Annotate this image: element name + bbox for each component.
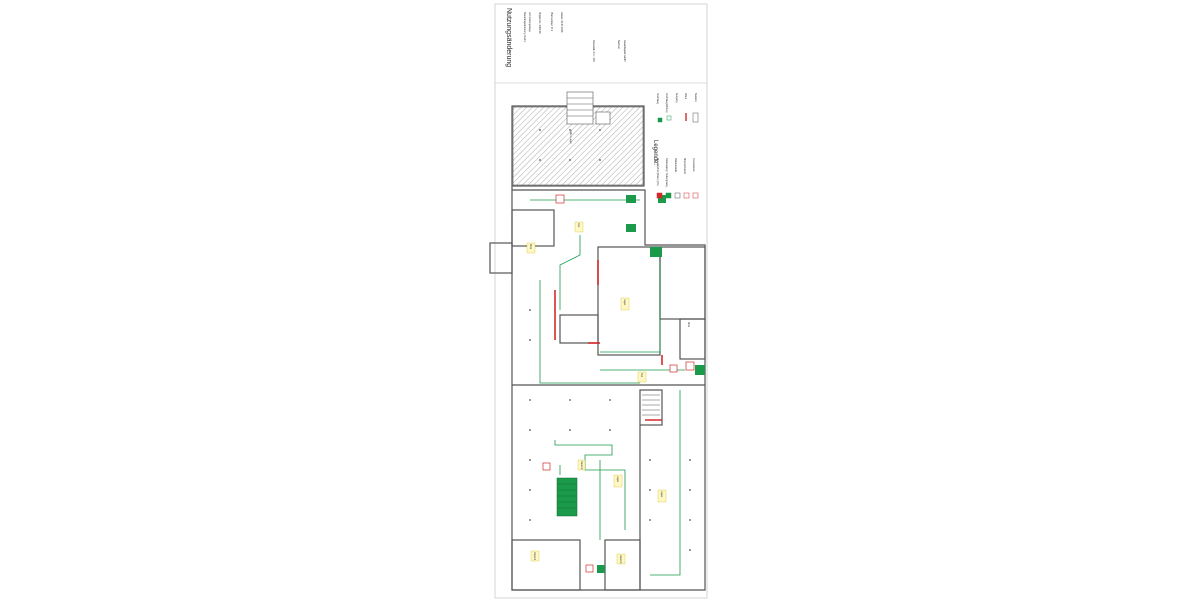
exit-sign — [695, 365, 705, 375]
exit-signs — [597, 195, 705, 573]
room-tag — [620, 297, 630, 311]
fire-extinguishers — [542, 194, 695, 573]
room-tag — [657, 489, 667, 503]
fire-extinguisher — [542, 462, 551, 471]
sheet-border — [494, 3, 708, 599]
room-tag — [574, 221, 584, 233]
room-label: Büro — [529, 244, 532, 250]
stair-lower — [642, 394, 660, 416]
exit-sign — [597, 565, 605, 573]
title-line: Bauherr: — [617, 40, 620, 50]
room-label: Lager — [616, 476, 619, 483]
exit-sign — [658, 195, 666, 203]
fire-walls — [554, 260, 663, 421]
title-line: Plannummer: W 1 — [550, 12, 553, 32]
title-line: Bauantragsänderung Flucht- — [523, 12, 526, 43]
room-label: Raum 3 — [580, 461, 583, 470]
exit-sign — [626, 224, 636, 232]
escape-routes — [530, 199, 685, 576]
legend-item: Wand — [684, 93, 687, 100]
legend-item: Notausgang / Rettungsweg — [665, 158, 668, 187]
exit-sign — [626, 195, 636, 203]
room-tag — [616, 553, 626, 565]
building-walls — [489, 105, 706, 591]
exit-sign — [650, 247, 662, 257]
legend-item: Sammelstelle — [674, 158, 677, 173]
title-line: Gewerbepark GmbH — [623, 40, 626, 62]
legend-item: Feuerlöscher (Wand) (FK) — [656, 158, 659, 186]
room-label: Flur — [577, 223, 580, 228]
title-line: und Rettungswege — [528, 12, 531, 32]
legend-item: Fluchtwegrichtung — [665, 93, 668, 113]
room-tags — [526, 221, 667, 565]
room-label: Raum 2 — [619, 555, 622, 564]
fire-extinguisher — [669, 364, 678, 373]
room-label: Lager — [623, 299, 626, 306]
room-label: Halle / Lager — [569, 130, 572, 144]
room-tag — [637, 371, 647, 383]
legend-item: Brandschutztür — [683, 158, 686, 175]
room-tag — [577, 459, 586, 471]
fire-extinguisher — [555, 194, 565, 204]
plan-title: Nutzungsänderung — [505, 8, 512, 68]
title-line: Projekt-Nr.: 2015-06 — [538, 12, 541, 34]
legend-item: Feuermelder — [692, 158, 695, 172]
fire-extinguisher — [685, 361, 695, 371]
structural-columns — [529, 129, 691, 551]
room-tag — [526, 242, 536, 254]
stair-top — [566, 91, 611, 125]
room-tag — [530, 550, 540, 562]
legend-symbols — [656, 112, 699, 199]
title-line: Massstab: M 1 : 100 — [592, 40, 595, 62]
room-label: Lager — [660, 491, 663, 498]
emergency-staircase — [556, 477, 578, 517]
title-line: Datum: 02.07.2015 — [560, 12, 563, 33]
fire-extinguisher — [585, 564, 594, 573]
room-label: Büro — [687, 322, 690, 328]
legend-item: Fluchtweg — [656, 93, 659, 104]
room-tag — [613, 474, 623, 488]
legend-item: Bestand — [694, 93, 697, 102]
room-label: Flur — [640, 373, 643, 378]
legend-item: Ausgang — [675, 93, 678, 103]
room-label: Raum 1 — [533, 552, 536, 561]
